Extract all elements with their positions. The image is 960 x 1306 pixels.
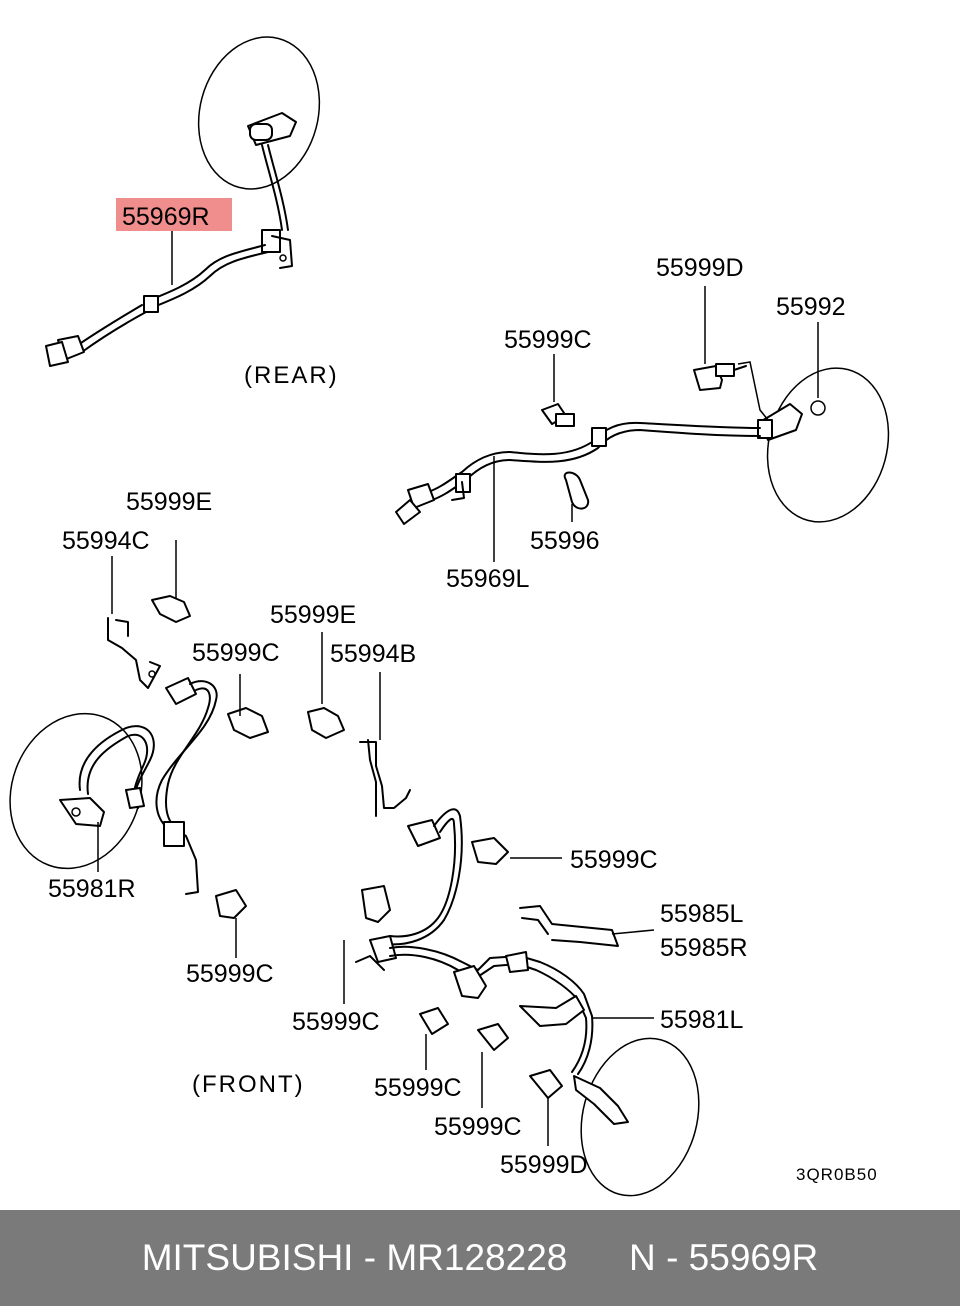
diagram-code: 3QR0B50 [796, 1165, 878, 1184]
front-right-sensor-drawing [9, 595, 269, 919]
label-55969R: 55969R [122, 203, 210, 231]
footer-space [353, 1237, 363, 1279]
label-55999C-right: 55999C [570, 846, 658, 874]
label-55994B: 55994B [330, 640, 416, 668]
footer-part-number: MR128228 [386, 1237, 568, 1278]
label-55999C-low2: 55999C [434, 1113, 522, 1141]
label-55999D-top: 55999D [656, 254, 744, 282]
parts-diagram: 55969R (REAR) 55999D 55992 55999C 55996 … [9, 36, 890, 1197]
front-left-sensor-drawing [307, 707, 700, 1197]
label-55994C: 55994C [62, 527, 150, 555]
label-55992: 55992 [776, 293, 846, 321]
note-rear: (REAR) [244, 362, 339, 389]
footer-space [656, 1237, 666, 1279]
label-55999C-top: 55999C [504, 326, 592, 354]
note-front: (FRONT) [192, 1071, 305, 1098]
footer-brand: MITSUBISHI [141, 1237, 354, 1278]
footer-sep1: - [363, 1237, 377, 1278]
label-55999C-mid-left: 55999C [192, 639, 280, 667]
label-55981L: 55981L [660, 1006, 744, 1034]
label-55969L: 55969L [446, 565, 530, 593]
footer-sep2: - [666, 1237, 679, 1278]
footer-bar: MITSUBISHI - MR128228 N - 55969R [0, 1210, 960, 1306]
label-55999E-mid: 55999E [270, 601, 356, 629]
label-55999C-low1: 55999C [374, 1074, 462, 1102]
footer-ref: 55969R [688, 1237, 819, 1278]
footer-n-label: N [629, 1237, 656, 1278]
label-55985R: 55985R [660, 934, 748, 962]
rear-left-sensor-drawing [395, 361, 890, 525]
label-55981R: 55981R [48, 875, 136, 903]
rear-right-sensor-drawing [45, 36, 321, 367]
footer-space [678, 1237, 688, 1279]
label-55985L: 55985L [660, 900, 744, 928]
label-55996: 55996 [530, 527, 600, 555]
footer-space [376, 1237, 386, 1279]
label-55999D-bottom: 55999D [500, 1151, 588, 1179]
footer-gap [567, 1237, 629, 1279]
highlight-55969R [116, 198, 232, 231]
label-55999C-center: 55999C [292, 1008, 380, 1036]
label-55999C-bottom-left: 55999C [186, 960, 274, 988]
label-55999E-left: 55999E [126, 488, 212, 516]
